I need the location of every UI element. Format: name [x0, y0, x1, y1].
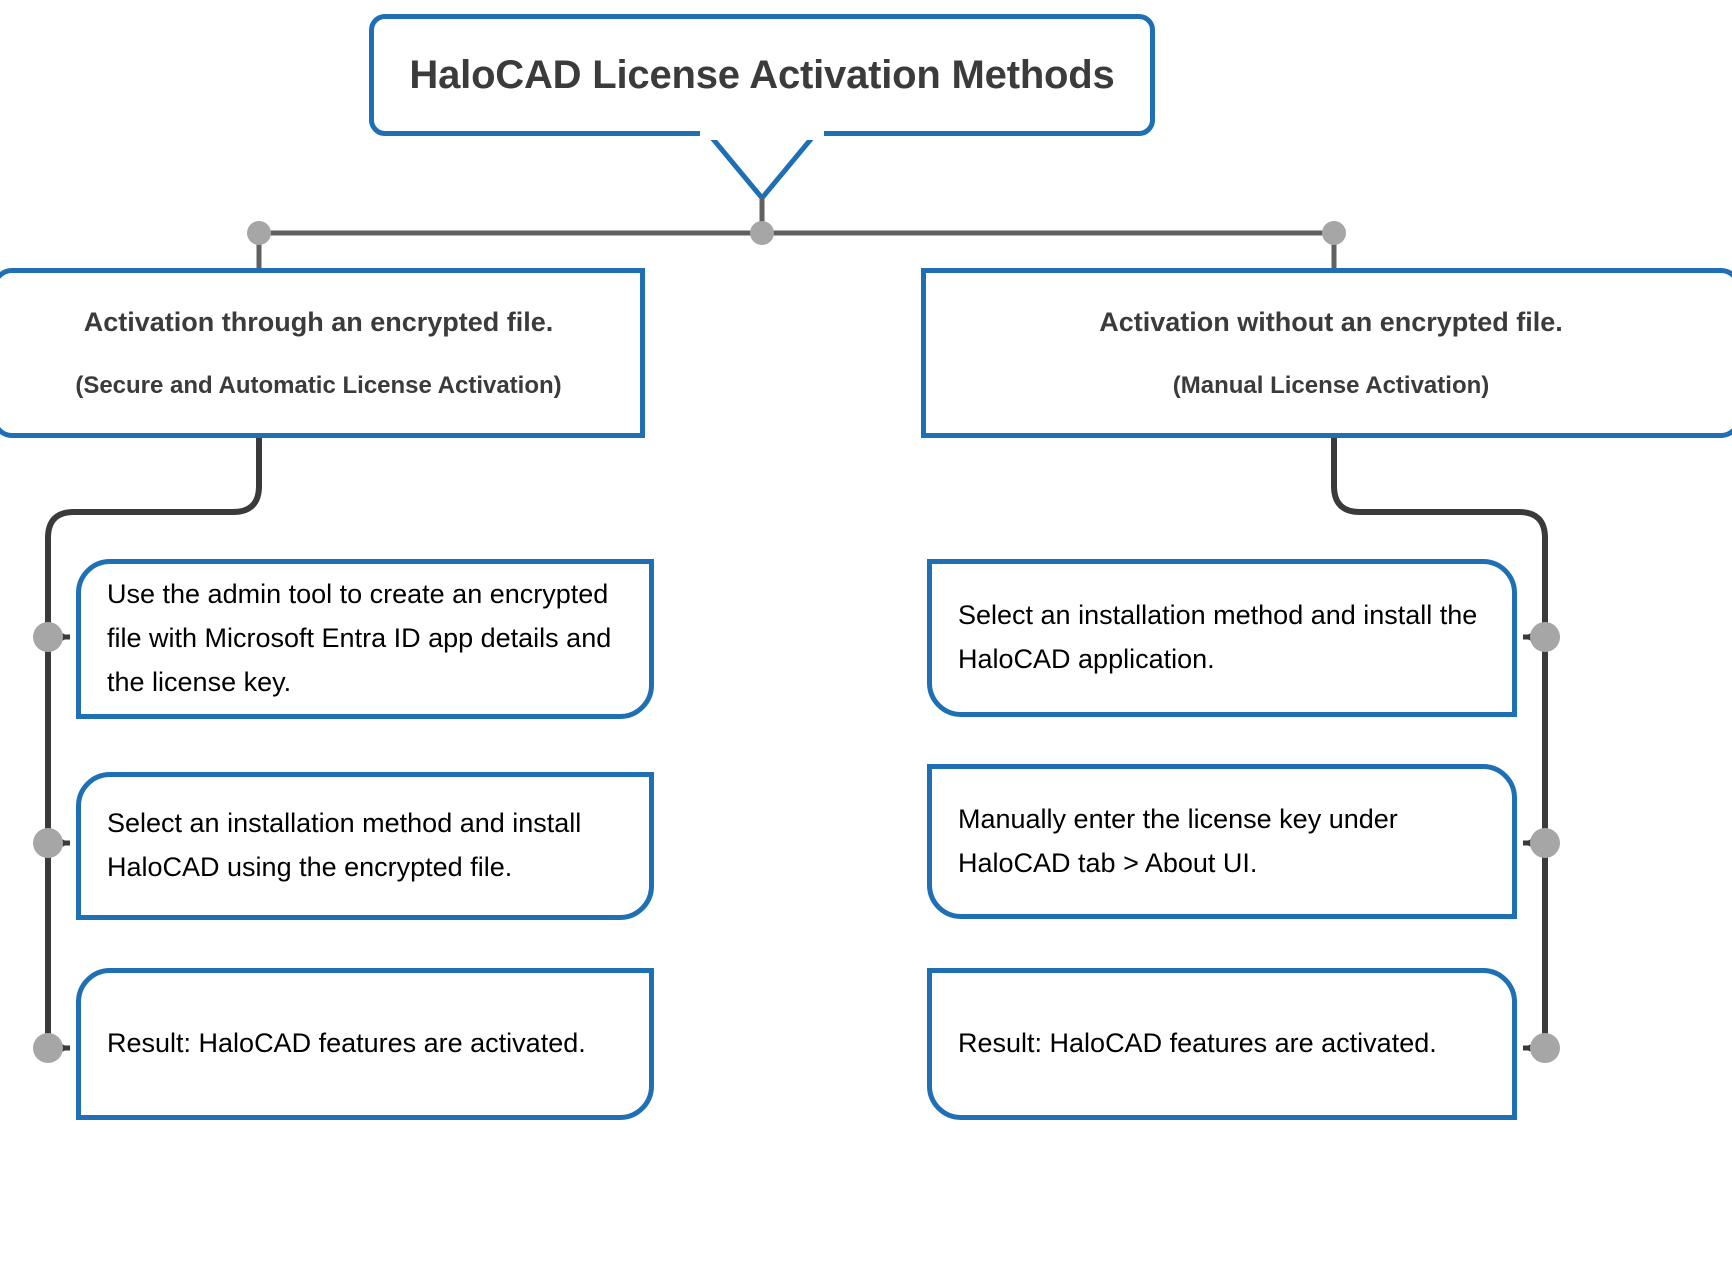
right-node-dot-1 [1530, 622, 1560, 652]
branch-subheading: (Manual License Activation) [1172, 372, 1490, 400]
title-tail-notch-mask [700, 126, 824, 140]
step-box-right-2[interactable]: Manually enter the license key under Hal… [927, 764, 1517, 919]
branch-heading: Activation through an encrypted file. [83, 306, 554, 337]
left-node-dot-3 [33, 1033, 63, 1063]
page-title: HaloCAD License Activation Methods [409, 52, 1115, 97]
right-node-dot-3 [1530, 1033, 1560, 1063]
right-node-dot-2 [1530, 828, 1560, 858]
step-text: Manually enter the license key under Hal… [958, 803, 1398, 878]
step-box-left-1[interactable]: Use the admin tool to create an encrypte… [76, 559, 654, 719]
step-text: Select an installation method and instal… [107, 808, 582, 882]
step-text: Use the admin tool to create an encrypte… [107, 579, 612, 697]
left-node-dot-1 [33, 622, 63, 652]
left-node-dot-2 [33, 828, 63, 858]
splitter-dot-center [750, 221, 774, 245]
step-text: Result: HaloCAD features are activated. [107, 1028, 586, 1059]
right-spine [1331, 438, 1548, 1052]
branch-box-manual-activation[interactable]: Activation without an encrypted file. (M… [921, 268, 1732, 438]
branch-box-encrypted-file[interactable]: Activation through an encrypted file. (S… [0, 268, 645, 438]
diagram-title-box: HaloCAD License Activation Methods [369, 14, 1155, 136]
splitter-dot-left [247, 221, 271, 245]
step-text: Result: HaloCAD features are activated. [958, 1028, 1437, 1059]
branch-heading: Activation without an encrypted file. [1099, 306, 1563, 337]
title-tail [706, 131, 818, 202]
left-spine [45, 438, 262, 1052]
branch-subheading: (Secure and Automatic License Activation… [75, 372, 562, 400]
step-box-right-3[interactable]: Result: HaloCAD features are activated. [927, 968, 1517, 1120]
step-box-left-3[interactable]: Result: HaloCAD features are activated. [76, 968, 654, 1120]
step-box-right-1[interactable]: Select an installation method and instal… [927, 559, 1517, 717]
splitter-dot-right [1322, 221, 1346, 245]
step-text: Select an installation method and instal… [958, 600, 1478, 674]
step-box-left-2[interactable]: Select an installation method and instal… [76, 772, 654, 920]
